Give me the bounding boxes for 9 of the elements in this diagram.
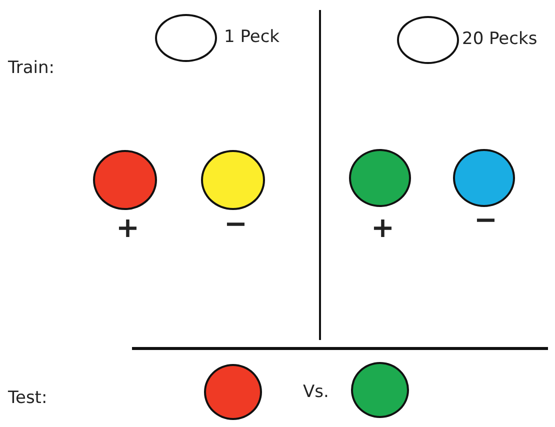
row-label: Vs. (303, 384, 329, 401)
sign-label: − (224, 210, 248, 238)
sign-label: − (474, 206, 498, 234)
caption-text: 1 Peck (224, 29, 280, 46)
caption-text: 20 Pecks (462, 31, 538, 48)
sign-label: + (116, 214, 140, 242)
row-label: Train: (8, 60, 55, 77)
row-label: Test: (8, 390, 48, 407)
sign-label: + (371, 214, 394, 242)
